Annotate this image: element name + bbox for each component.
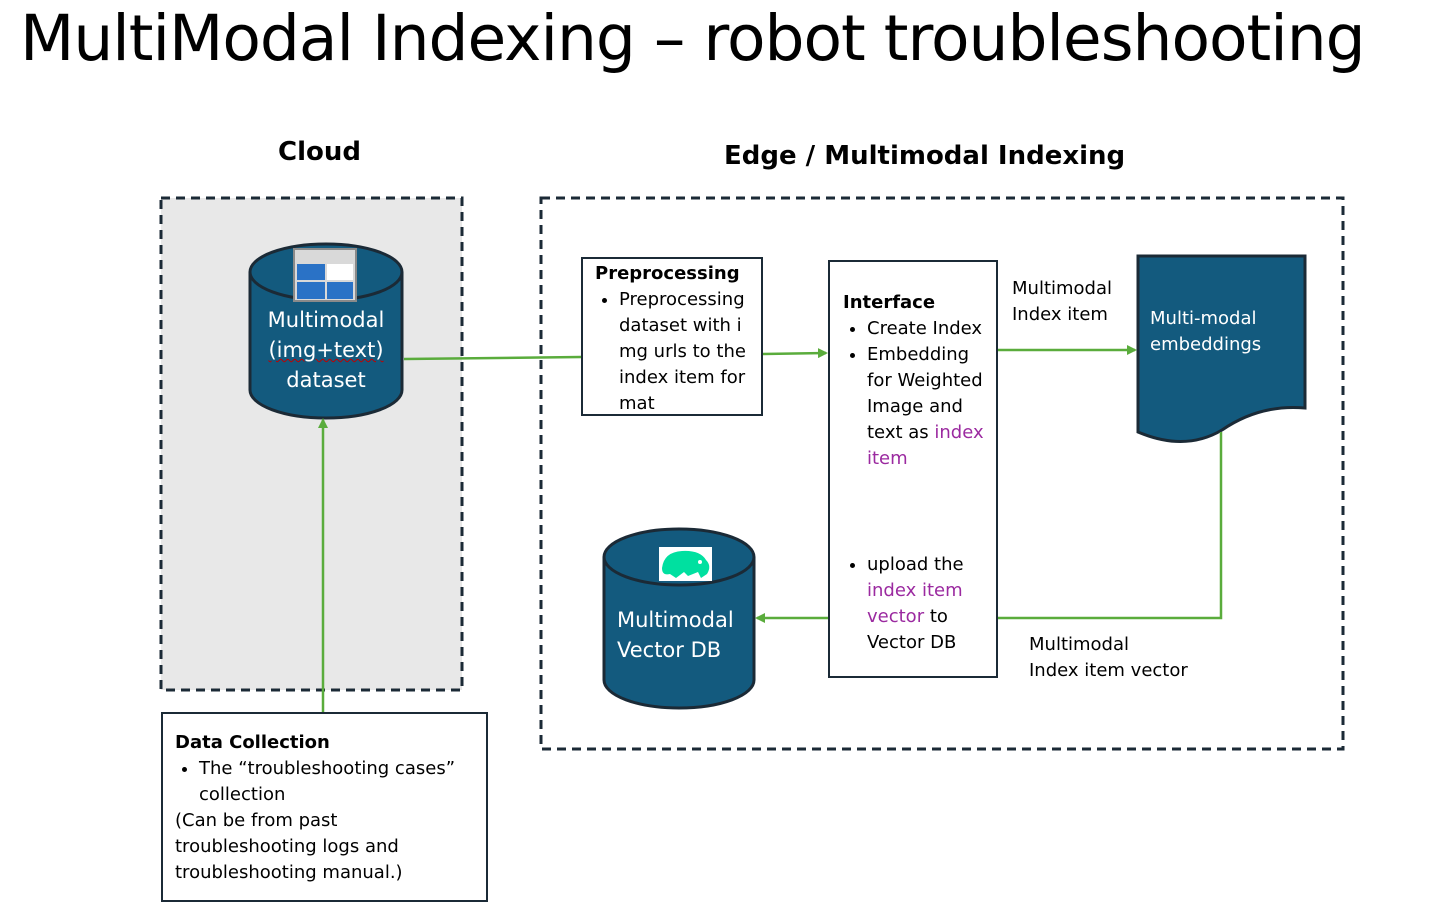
arrow-label-index-item-vector: Multimodal Index item vector [1029, 634, 1188, 681]
dataset-table-icon [293, 248, 357, 302]
preprocessing-box: Preprocessing Preprocessing dataset with… [581, 257, 763, 416]
cloud-section-label: Cloud [278, 137, 361, 167]
edge-section-label: Edge / Multimodal Indexing [724, 141, 1126, 171]
interface-heading: Interface [843, 292, 936, 313]
interface-box: Interface Create Index Embedding for Wei… [828, 260, 998, 678]
preprocessing-bullet: Preprocessing dataset with img urls to t… [619, 287, 749, 417]
dataset-label-line2: (img+text) [268, 338, 384, 362]
dataset-label-line3: dataset [286, 368, 366, 392]
dataset-label: Multimodal (img+text) dataset [250, 305, 402, 395]
edge-container [539, 196, 1345, 751]
interface-bullet-create-index: Create Index [867, 316, 986, 342]
arrows [318, 345, 1223, 712]
embeddings-shape [1136, 254, 1307, 443]
dataset-label-line1: Multimodal [267, 308, 385, 332]
data-collection-heading: Data Collection [175, 732, 330, 753]
preprocessing-heading: Preprocessing [595, 263, 740, 284]
data-collection-bullet: The “troubleshooting cases” collection [199, 756, 474, 808]
data-collection-note: (Can be from past troubleshooting logs a… [175, 810, 403, 883]
line-embeddings-to-interface [998, 432, 1223, 620]
data-collection-box: Data Collection The “troubleshooting cas… [161, 712, 488, 902]
page-title: MultiModal Indexing – robot troubleshoot… [20, 2, 1366, 75]
embeddings-label: Multi-modal embeddings [1150, 308, 1262, 355]
interface-bullet-upload: upload the index item vector to Vector D… [867, 552, 986, 656]
arrow-preprocessing-to-interface [762, 348, 828, 359]
vector-db-logo-icon [659, 547, 712, 581]
vector-db-label: Multimodal Vector DB [617, 608, 734, 662]
line-dataset-to-preprocessing [403, 355, 582, 361]
arrow-label-index-item: Multimodal Index item [1012, 278, 1113, 325]
interface-bullet-embedding: Embedding for Weighted Image and text as… [867, 342, 986, 472]
